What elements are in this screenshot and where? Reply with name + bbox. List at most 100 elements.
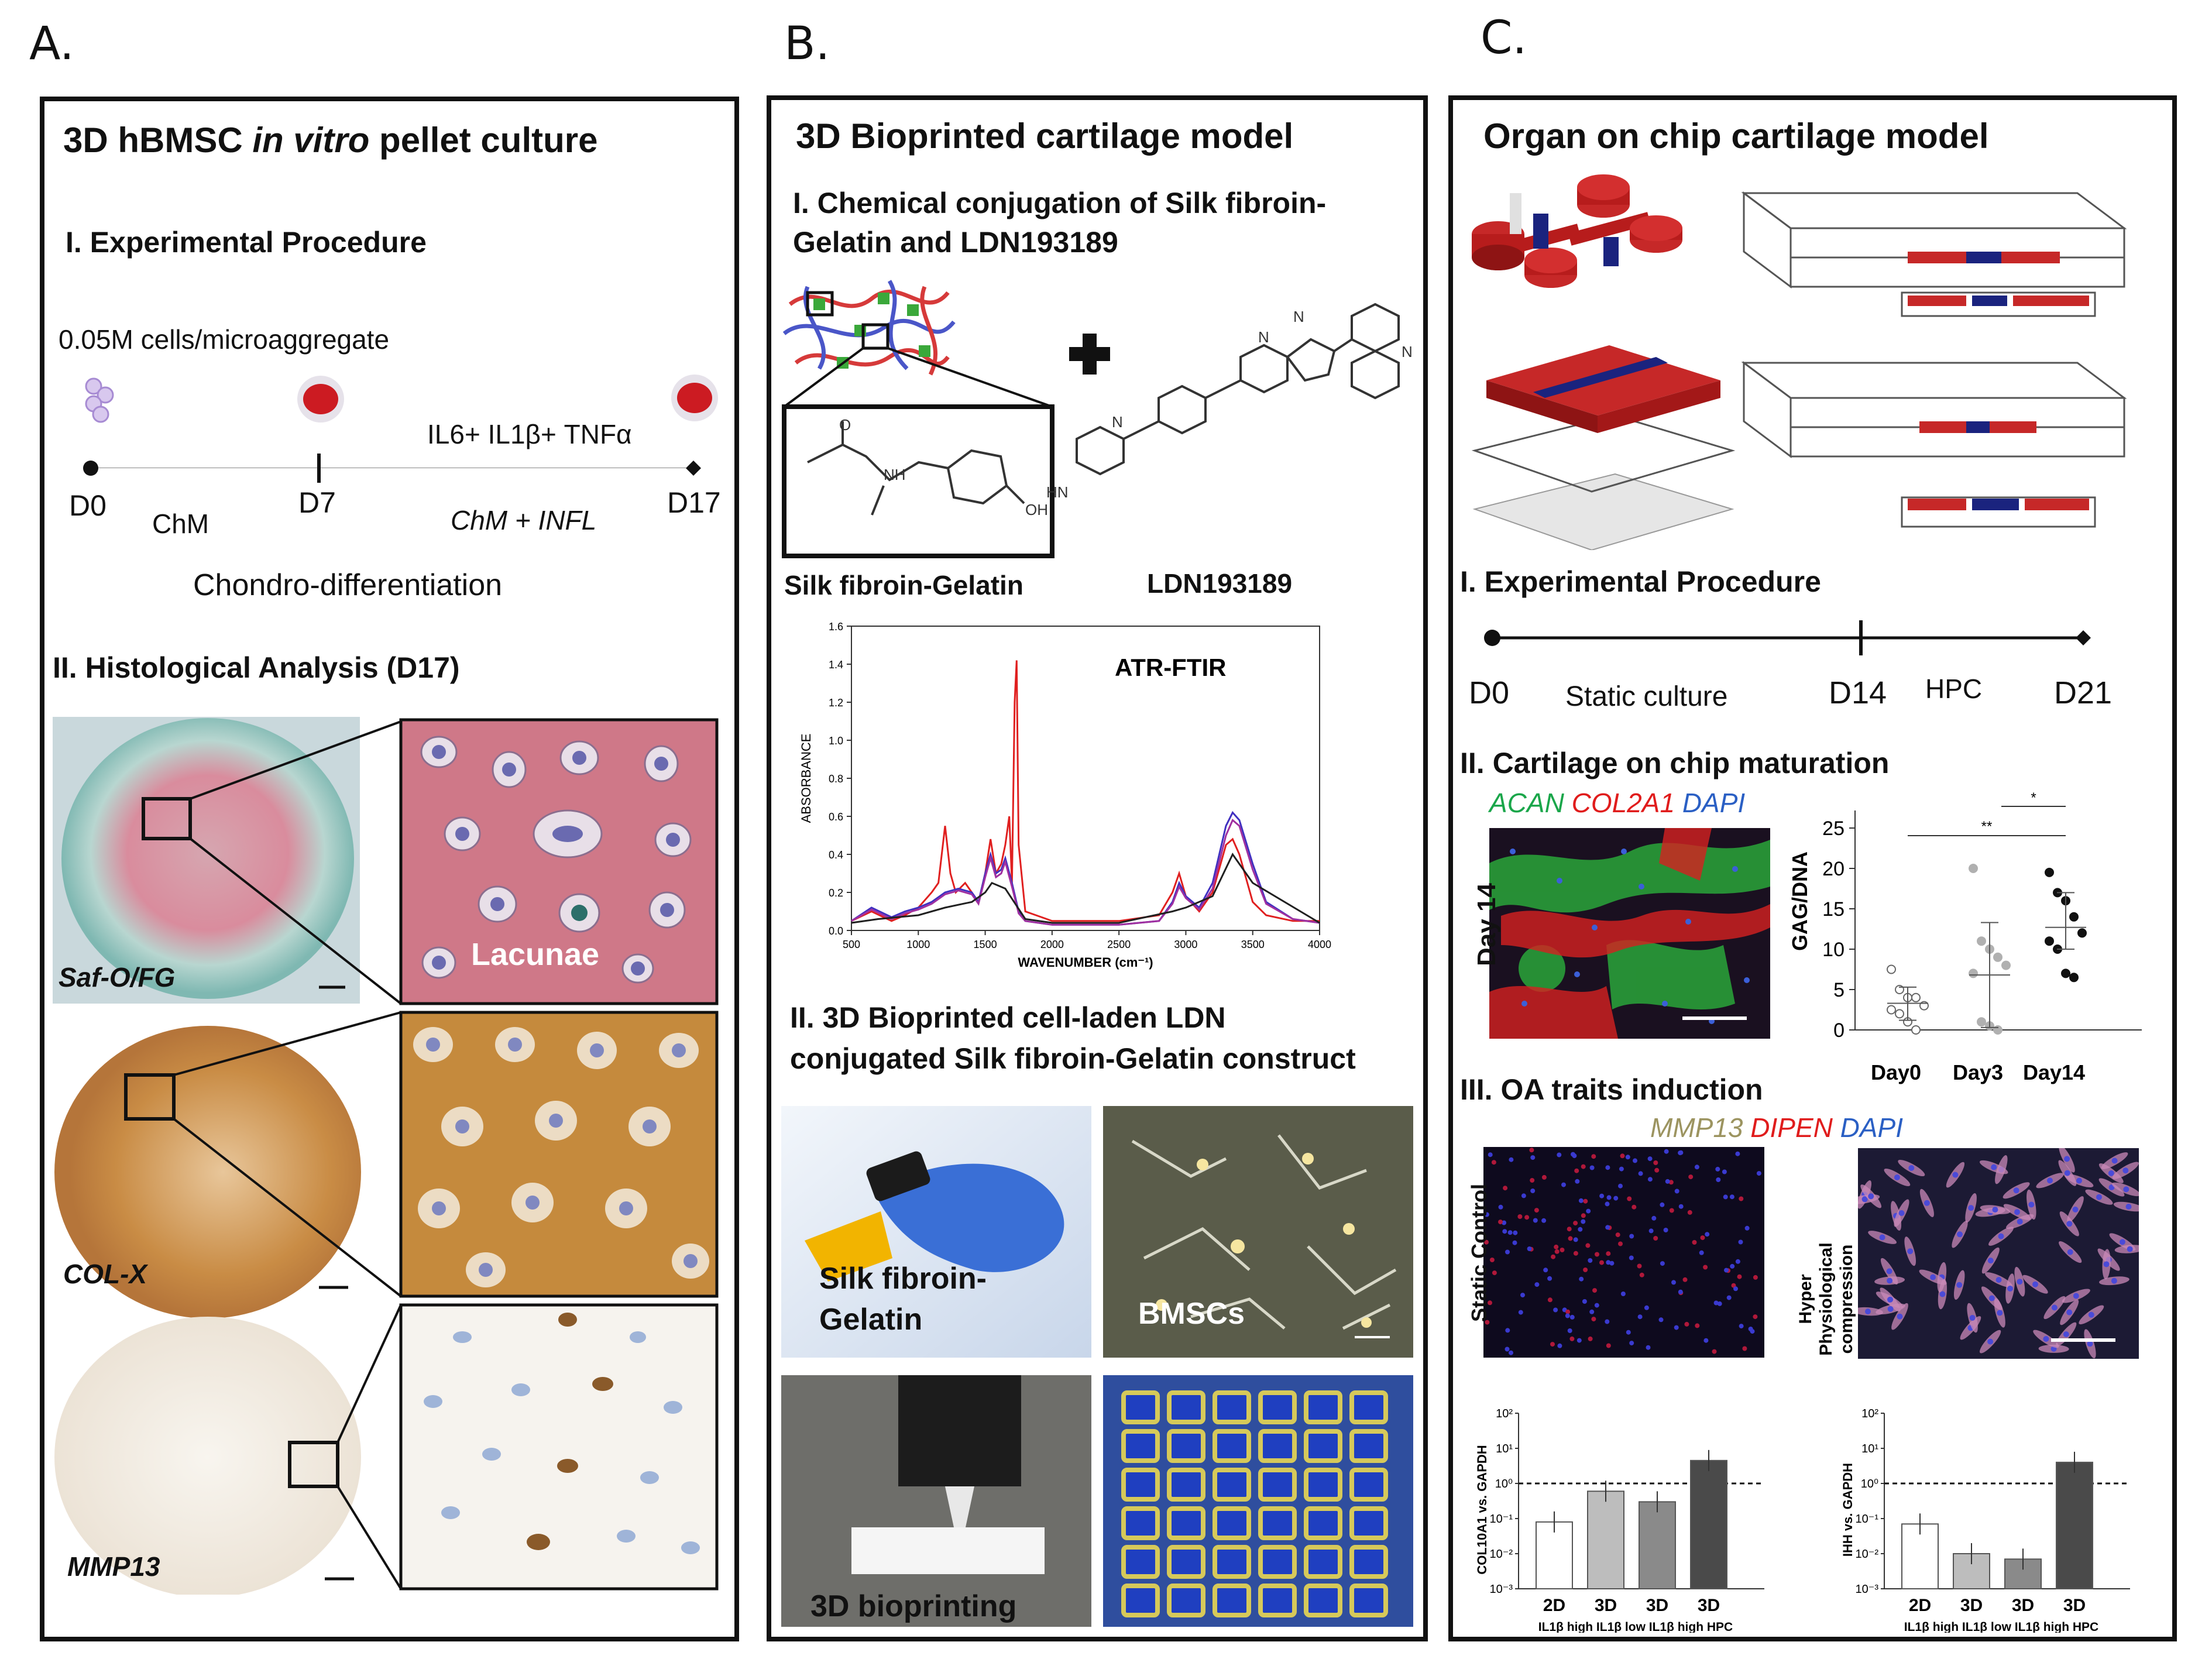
cells-label: 0.05M cells/microaggregate (59, 324, 390, 355)
scaffold-pore (1258, 1429, 1297, 1463)
printhead-icon (898, 1375, 1021, 1486)
mmp13-zoom-line-bottom (336, 1485, 402, 1590)
static-cell-dot (1735, 1259, 1740, 1264)
panel-b-sec2-l2: conjugated Silk fibroin-Gelatin construc… (790, 1042, 1356, 1075)
static-cell-dot (1739, 1324, 1744, 1329)
conjugation-diagram: O NH OH HN N N N N (782, 280, 1413, 558)
hpc-nucleus (1887, 1306, 1894, 1312)
panel-c-timeline (1484, 620, 2091, 655)
static-cell-dot (1498, 1220, 1503, 1225)
colx-zoom-line-top (173, 1011, 401, 1076)
static-cell-dot (1753, 1314, 1758, 1320)
static-cell-dot (1509, 1350, 1513, 1355)
static-cell-dot (1658, 1317, 1664, 1323)
gag-point (2069, 912, 2079, 922)
hpc-side-label: Hyper Physiological compression (1796, 1242, 1856, 1355)
static-cell-dot (1529, 1148, 1534, 1153)
static-cell-dot (1625, 1155, 1630, 1160)
stain-legend-1: ACAN COL2A1 DAPI (1489, 787, 1745, 819)
scaffold-pore (1349, 1506, 1388, 1540)
scaffold-pore (1349, 1468, 1388, 1502)
ftir-x-tick-label: 1500 (974, 939, 997, 950)
static-cell-dot (1565, 1313, 1570, 1318)
chip-bottom-blue (1966, 421, 1990, 433)
gag-y-tick-label: 20 (1822, 858, 1845, 880)
bar-y-tick-label: 10⁻³ (1490, 1583, 1513, 1596)
hyper-l1: Hyper (1796, 1274, 1815, 1324)
scaffold-pore (1258, 1468, 1297, 1502)
bar-x-category: 3D (2063, 1596, 2086, 1615)
static-cell-dot (1567, 1227, 1572, 1232)
hpc-nucleus (2047, 1177, 2053, 1184)
svg-text:O: O (839, 416, 851, 434)
bar-x-category: 3D (1595, 1596, 1617, 1615)
ftir-x-tick-label: 3500 (1241, 939, 1265, 950)
timeline-start-dot (83, 461, 98, 476)
nozzle-icon (945, 1486, 974, 1527)
static-cell-dot (1557, 1152, 1562, 1157)
polymer-network-icon (782, 280, 956, 376)
ftir-series-lines (851, 660, 1320, 926)
hpc-nucleus (2096, 1194, 2102, 1200)
hpc-nucleus (1886, 1268, 1892, 1275)
network-inset-main (861, 323, 889, 350)
static-cell-dot (1712, 1349, 1717, 1354)
day14-label: Day 14 (1472, 883, 1501, 966)
static-cell-dot (1557, 1343, 1562, 1348)
scaffold-pore (1121, 1545, 1160, 1579)
hpc-nucleus (2122, 1167, 2129, 1174)
hpc-nucleus (1865, 1308, 1871, 1315)
static-cell-dot (1488, 1300, 1492, 1306)
static-cell-dot (1684, 1321, 1689, 1327)
static-cell-dot (1547, 1297, 1552, 1303)
col10a1-chart: COL10A1 vs. GAPDH10²10¹10⁰10⁻¹10⁻²10⁻³2D… (1475, 1407, 1764, 1633)
bar-x-category: 3D (1698, 1596, 1720, 1615)
static-cell-dot (1613, 1196, 1619, 1201)
sig-label-short: * (2031, 790, 2036, 806)
scaffold-pore (1304, 1584, 1342, 1617)
scaffold-pore (1213, 1429, 1251, 1463)
static-cell-dot (1605, 1201, 1610, 1207)
static-cell-dot (1578, 1198, 1584, 1203)
svg-text:HN: HN (1046, 483, 1069, 501)
hpc-image (1858, 1148, 2139, 1359)
static-cell-dot (1550, 1342, 1555, 1347)
scaffold-pore (1167, 1468, 1205, 1502)
c-timeline-d14: D14 (1829, 675, 1887, 710)
plus-icon (1069, 334, 1110, 375)
chondro-label: Chondro-differentiation (193, 568, 503, 602)
static-cell-dot (1629, 1341, 1634, 1346)
chip-strip-top (1901, 291, 2096, 317)
static-cell-dot (1527, 1246, 1532, 1251)
hpc-nucleus (2063, 1331, 2069, 1338)
hpc-nucleus (2111, 1277, 2117, 1284)
static-cell-dot (1595, 1252, 1599, 1257)
bmsc-cells (1131, 1134, 1397, 1330)
static-cell-dot (1572, 1153, 1577, 1159)
bar-y-tick-label: 10⁻¹ (1856, 1513, 1879, 1526)
static-cell-dot (1705, 1232, 1710, 1237)
static-control-label: Static Control (1467, 1183, 1492, 1323)
bar (1587, 1490, 1624, 1589)
chip-top-red-1 (1908, 252, 1966, 263)
static-cell-dot (1588, 1258, 1593, 1263)
ftir-y-tick-label: 0.0 (829, 925, 843, 937)
chip-strip-bottom (1901, 496, 2096, 528)
c-timeline-d21: D21 (2054, 675, 2113, 710)
scaffold-pore (1121, 1468, 1160, 1502)
hpc-nucleus (1957, 1231, 1963, 1238)
static-cell-dot (1541, 1218, 1547, 1223)
mmp13-cells (424, 1313, 700, 1554)
svg-text:N: N (1402, 343, 1413, 360)
dapi-label-2: DAPI (1840, 1112, 1904, 1143)
static-cell-dot (1589, 1309, 1595, 1314)
gag-point (1993, 952, 2003, 962)
gag-y-tick-label: 25 (1822, 818, 1845, 840)
static-cell-dot (1579, 1276, 1584, 1282)
hpc-nucleus (1887, 1277, 1893, 1284)
hpc-nucleus (1908, 1165, 1915, 1171)
static-control-image (1483, 1147, 1764, 1358)
gag-y-label: GAG/DNA (1791, 851, 1812, 951)
static-cell-dot (1653, 1160, 1658, 1165)
static-cell-dot (1513, 1230, 1518, 1235)
